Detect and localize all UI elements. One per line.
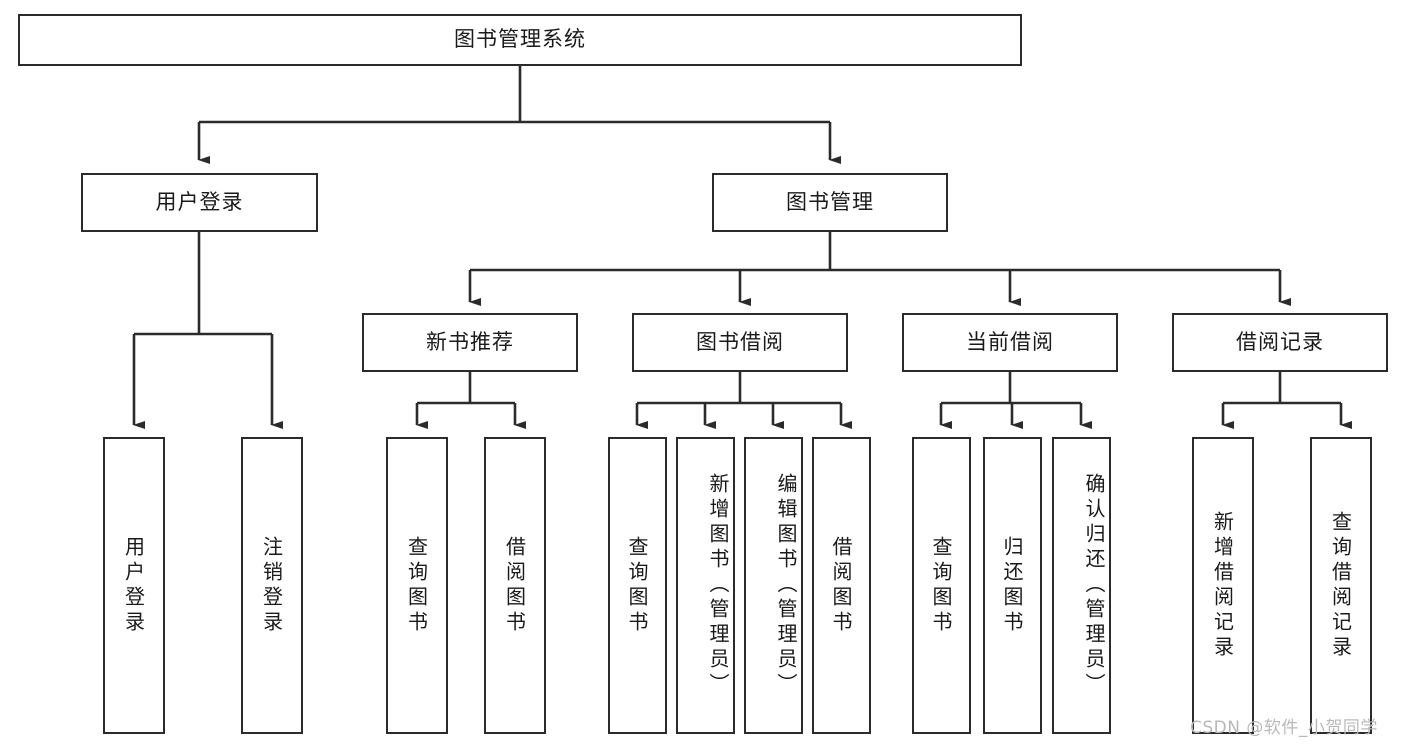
leaf-add-book-label: 新增图书（管理员）	[706, 473, 730, 698]
leaf-query-book-cur[interactable]: 查询图书	[912, 437, 971, 734]
node-borrow-record-label: 借阅记录	[1236, 329, 1324, 354]
leaf-borrow-book[interactable]: 借阅图书	[812, 437, 871, 734]
leaf-return-book[interactable]: 归还图书	[983, 437, 1042, 734]
watermark-text: CSDN @软件_小贺同学	[1190, 718, 1378, 738]
leaf-add-book[interactable]: 新增图书（管理员）	[676, 437, 735, 734]
leaf-add-record-label: 新增借阅记录	[1210, 510, 1235, 661]
leaf-user-login[interactable]: 用户登录	[103, 437, 165, 734]
leaf-add-record[interactable]: 新增借阅记录	[1192, 437, 1254, 734]
leaf-borrow-book-rec[interactable]: 借阅图书	[484, 437, 546, 734]
leaf-query-record[interactable]: 查询借阅记录	[1310, 437, 1372, 734]
leaf-query-book-borrow-label: 查询图书	[625, 535, 649, 636]
node-user-login-label: 用户登录	[155, 189, 244, 214]
leaf-query-book-cur-label: 查询图书	[929, 535, 953, 636]
leaf-return-book-label: 归还图书	[1000, 535, 1024, 636]
node-user-login[interactable]: 用户登录	[81, 173, 318, 232]
leaf-query-book-rec[interactable]: 查询图书	[386, 437, 448, 734]
leaf-logout[interactable]: 注销登录	[241, 437, 303, 734]
node-borrow-record[interactable]: 借阅记录	[1172, 313, 1388, 372]
node-book-manage-label: 图书管理	[786, 189, 874, 214]
node-new-book-rec[interactable]: 新书推荐	[362, 313, 578, 372]
node-current-borrow[interactable]: 当前借阅	[902, 313, 1118, 372]
leaf-query-record-label: 查询借阅记录	[1328, 510, 1353, 661]
node-book-borrow[interactable]: 图书借阅	[632, 313, 848, 372]
node-current-borrow-label: 当前借阅	[966, 329, 1054, 354]
leaf-confirm-return-label: 确认归还（管理员）	[1082, 473, 1106, 698]
leaf-user-login-label: 用户登录	[121, 535, 146, 636]
leaf-edit-book[interactable]: 编辑图书（管理员）	[744, 437, 803, 734]
leaf-logout-label: 注销登录	[259, 535, 284, 636]
leaf-edit-book-label: 编辑图书（管理员）	[774, 473, 798, 698]
node-new-book-rec-label: 新书推荐	[426, 329, 514, 354]
node-book-manage[interactable]: 图书管理	[712, 173, 948, 232]
leaf-query-book-borrow[interactable]: 查询图书	[608, 437, 667, 734]
node-book-borrow-label: 图书借阅	[696, 329, 784, 354]
leaf-confirm-return[interactable]: 确认归还（管理员）	[1052, 437, 1111, 734]
node-root-label: 图书管理系统	[454, 27, 586, 52]
leaf-query-book-rec-label: 查询图书	[404, 535, 429, 636]
node-root[interactable]: 图书管理系统	[18, 14, 1022, 66]
leaf-borrow-book-label: 借阅图书	[829, 535, 853, 636]
leaf-borrow-book-rec-label: 借阅图书	[502, 535, 527, 636]
